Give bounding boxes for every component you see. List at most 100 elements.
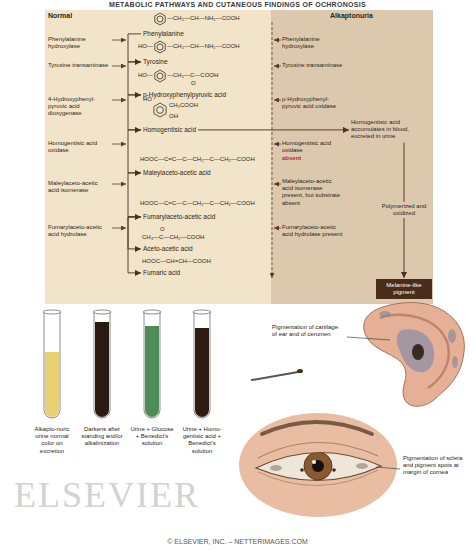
- node-text: Homogentisic acid: [143, 126, 196, 134]
- enzyme-label: Tyrosine transaminase: [282, 62, 344, 69]
- node-text: Fumarylaceto-acetic acid: [143, 213, 215, 221]
- pathway-arrow: [128, 217, 141, 273]
- compound-name: p-Hydroxyphenylpyruvic acid: [142, 90, 227, 100]
- enzyme-label: Homogentisic acid oxidase: [282, 140, 344, 154]
- urine-liquid: [95, 322, 109, 417]
- node-text: p-Hydroxyphenylpyruvic acid: [143, 91, 226, 99]
- leader-line: [347, 337, 390, 340]
- compound-name: Maleylaceto-acetic acid: [142, 168, 212, 178]
- enzyme-label: Maleylaceto-acetic acid isomerase: [48, 180, 110, 194]
- corneal-pigment-spot: [300, 468, 304, 472]
- highlight: [312, 460, 316, 464]
- node-text: Maleylaceto-acetic acid: [143, 169, 211, 177]
- enzyme-arrow: [274, 144, 281, 145]
- node-text: Tyrosine: [143, 58, 168, 66]
- enzyme-arrow: [274, 40, 281, 41]
- formula-text: —CH₂—C—COOH: [167, 72, 218, 79]
- curette: [252, 372, 298, 380]
- urine-liquid: [45, 352, 59, 417]
- pigment-box: Melanine-like pigment: [376, 279, 432, 299]
- benzene-ring: [155, 41, 165, 53]
- tube-rim: [93, 310, 111, 314]
- copyright: © ELSEVIER, INC. – NETTERIMAGES.COM: [0, 538, 475, 546]
- pathway-arrow: [128, 173, 141, 217]
- leader-line: [376, 467, 400, 469]
- cartilage-pigment: [397, 329, 435, 372]
- ear: [364, 303, 465, 407]
- enzyme-label: Tyrosine transaminase: [48, 62, 110, 69]
- enzyme-arrow: [112, 66, 126, 67]
- pathway-arrow: [128, 62, 141, 95]
- enzyme-label: Homogentisic acid oxidase: [48, 140, 110, 154]
- benzene-ring: [157, 73, 163, 79]
- note-box: Homogentisic acid accumulates in blood, …: [350, 118, 428, 142]
- cerumen: [412, 344, 424, 360]
- callout-label: Pigmentation of sclera and pigment spots…: [403, 455, 469, 477]
- enzyme-arrow: [274, 66, 281, 67]
- benzene-ring: [154, 103, 166, 117]
- test-tube: [44, 312, 60, 418]
- ear-outline: [364, 303, 465, 407]
- pathway-arrow: [198, 129, 349, 130]
- alkaptonuria-pathway-line: [272, 22, 273, 278]
- enzyme-label: Fumarylaceto-acetic acid hydrolase: [48, 224, 110, 238]
- formula-text: HOOC—C=C—C—CH₂—C—CH₂—COOH: [140, 200, 255, 207]
- watermark: ELSEVIER: [14, 476, 200, 516]
- pathway-arrow: [128, 130, 141, 173]
- formula-text: HOOC—CH=CH—COOH: [142, 258, 211, 265]
- formula-text: OH: [169, 113, 178, 120]
- cerumen-sample: [297, 369, 303, 373]
- formula-text: O: [160, 226, 165, 233]
- test-tube: [194, 312, 210, 418]
- compound-name: Fumarylaceto-acetic acid: [142, 212, 216, 222]
- benzene-ring: [155, 70, 165, 82]
- benzene-ring: [157, 107, 164, 114]
- iris: [304, 452, 332, 480]
- compound-name: Tyrosine: [142, 57, 169, 67]
- corneal-pigment-spot: [332, 468, 336, 472]
- compound-name: Aceto-acetic acid: [142, 244, 194, 254]
- callout-label: Pigmentation of cartilage of ear and of …: [272, 324, 344, 338]
- node-text: Homogentisic acid accumulates in blood, …: [351, 119, 427, 141]
- edge-label: Polymerized and oxidized: [381, 202, 427, 218]
- enzyme-arrow: [274, 184, 281, 185]
- formula-text: HOOC—C=C—C—CH₂—C—CH₂—COOH: [140, 156, 255, 163]
- urine-liquid: [145, 326, 159, 417]
- cartilage-pigment: [448, 329, 456, 343]
- cartilage-pigment: [452, 356, 458, 368]
- sclera: [256, 452, 381, 480]
- tube-rim: [193, 310, 211, 314]
- formula-text: O: [191, 80, 196, 87]
- formula-text: —CH₂—CH—NH₂—COOH: [167, 43, 240, 50]
- enzyme-arrow: [274, 228, 281, 229]
- enzyme-label: p-Hydroxyphenyl-pyruvic acid oxidase: [282, 96, 344, 110]
- cartilage-pigment: [379, 311, 391, 317]
- enzyme-label: Fumarylaceto-acetic acid hydrolase prese…: [282, 224, 344, 238]
- enzyme-label: 4-Hydroxyphenyl-pyruvic acid dioxygenase: [48, 96, 110, 118]
- formula-text: HO—: [138, 72, 153, 79]
- tube-rim: [143, 310, 161, 314]
- formula-text: CH₂COOH: [169, 102, 198, 109]
- urine-liquid: [195, 328, 209, 417]
- benzene-ring: [157, 16, 163, 22]
- tube-rim: [43, 310, 61, 314]
- normal-panel: [45, 10, 271, 304]
- enzyme-arrows: [112, 40, 281, 228]
- enzyme-arrow: [112, 100, 126, 101]
- tube-label: Urine + Homo-gentisic acid + Benedict's …: [179, 426, 225, 455]
- eye: [239, 413, 397, 517]
- test-tube: [144, 312, 160, 418]
- tube-label: Urine + Glucose + Benedict's solution: [129, 426, 175, 448]
- enzyme-arrow: [274, 100, 281, 101]
- title: METABOLIC PATHWAYS AND CUTANEOUS FINDING…: [0, 1, 475, 9]
- test-tubes: [43, 310, 211, 418]
- tube-label: Darkens after standing and/or alkaliniza…: [79, 426, 125, 448]
- tube-label: Alkapto-nuric urine normal color on excr…: [29, 426, 75, 455]
- benzene-ring: [155, 13, 165, 25]
- compound-name: Fumaric acid: [142, 268, 181, 278]
- node-text: Aceto-acetic acid: [143, 245, 193, 253]
- formula-text: —CH₂—CH—NH₂—COOH: [167, 15, 240, 22]
- node-text: Phenylalanine: [143, 30, 184, 38]
- ear-helix: [380, 315, 449, 388]
- scleral-pigment: [356, 463, 368, 469]
